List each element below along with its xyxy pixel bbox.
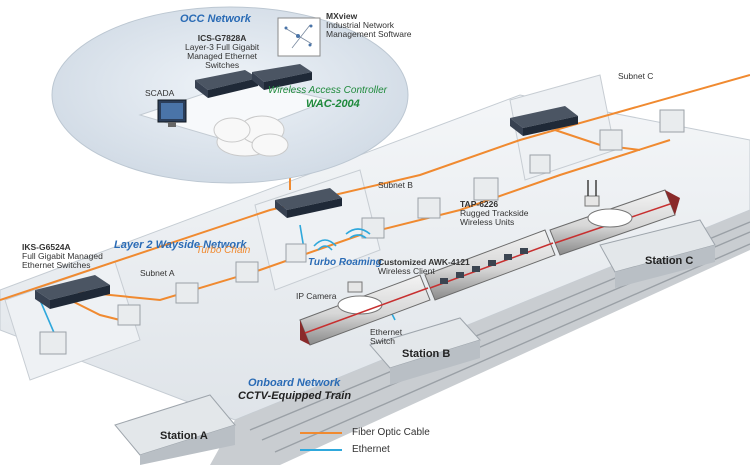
- awk-4121-desc: Wireless Client: [378, 265, 435, 276]
- mxview-desc-2: Management Software: [326, 28, 412, 39]
- ethernet-legend-line: [300, 448, 342, 451]
- ethernet-switch-line-1: Ethernet: [370, 327, 403, 337]
- subnet-c-label: Subnet C: [618, 71, 654, 81]
- wac-title: Wireless Access Controller: [268, 85, 388, 96]
- subnet-a-label: Subnet A: [140, 268, 175, 278]
- turbo-roaming-label: Turbo Roaming: [308, 257, 382, 268]
- cctv-train: [299, 180, 680, 346]
- station-a-label: Station A: [160, 430, 208, 442]
- awk-4121-name: Customized AWK-4121: [378, 257, 470, 267]
- fiber-legend-label: Fiber Optic Cable: [352, 427, 430, 438]
- wayside-network-title: Layer 2 Wayside Network: [114, 239, 247, 251]
- legend-ethernet: Ethernet: [300, 444, 390, 455]
- mxview-label: MXview Industrial Network Management Sof…: [326, 12, 412, 39]
- ics-g7828a-desc-3: Switches: [205, 59, 240, 70]
- subnet-b-label: Subnet B: [378, 180, 413, 190]
- ethernet-legend-label: Ethernet: [352, 444, 390, 455]
- ics-g7828a-label: ICS-G7828A Layer-3 Full Gigabit Managed …: [185, 34, 259, 70]
- ethernet-switch-label: Ethernet Switch: [370, 328, 402, 346]
- wac-2004-icon: [252, 64, 312, 90]
- ics-g7828a-switch-icon: [195, 70, 258, 98]
- mxview-desc-1: Industrial Network: [326, 19, 395, 30]
- station-b-label: Station B: [402, 348, 451, 360]
- trackside-unit-icons: [39, 109, 685, 355]
- iks-g6524a-name: IKS-G6524A: [22, 242, 71, 252]
- cloud-icon: [213, 115, 289, 157]
- legend-fiber: Fiber Optic Cable: [300, 427, 430, 438]
- subnet-b-switch-icon: [275, 188, 342, 218]
- iks-g6524a-desc-1: Full Gigabit Managed: [22, 250, 103, 261]
- iks-g6524a-desc-2: Ethernet Switches: [22, 259, 91, 270]
- ics-g7828a-desc-2: Managed Ethernet: [187, 50, 258, 61]
- turbo-chain-label: Turbo Chain: [196, 245, 251, 256]
- tap-6226-desc-1: Rugged Trackside: [460, 207, 529, 218]
- mxview-name: MXview: [326, 11, 358, 21]
- tap-6226-name: TAP-6226: [460, 199, 499, 209]
- train-label: CCTV-Equipped Train: [238, 390, 352, 402]
- station-c-label: Station C: [645, 255, 694, 267]
- tap-6226-label: TAP-6226 Rugged Trackside Wireless Units: [460, 200, 529, 227]
- iks-g6524a-label: IKS-G6524A Full Gigabit Managed Ethernet…: [22, 243, 103, 270]
- occ-network-title: OCC Network: [180, 13, 251, 25]
- station-a-platform: [114, 394, 236, 465]
- mxview-screen-icon: [277, 17, 321, 57]
- ip-camera-label: IP Camera: [296, 291, 337, 301]
- iks-g6524a-switch-icon: [35, 275, 110, 309]
- onboard-network-title: Onboard Network: [248, 377, 341, 389]
- subnet-c-switch-icon: [510, 106, 578, 136]
- fiber-legend-line: [300, 431, 342, 434]
- ethernet-switch-line-2: Switch: [370, 335, 396, 346]
- wireless-signal-icon: [313, 228, 371, 251]
- wac-model: WAC-2004: [306, 98, 360, 110]
- scada-label: SCADA: [145, 88, 175, 98]
- ics-g7828a-name: ICS-G7828A: [197, 33, 247, 43]
- awk-4121-label: Customized AWK-4121 Wireless Client: [378, 258, 470, 276]
- scada-monitor-icon: [157, 99, 187, 127]
- ics-g7828a-desc-1: Layer-3 Full Gigabit: [185, 41, 260, 52]
- wayside-platform: [0, 94, 750, 421]
- station-c-platform: [599, 219, 716, 288]
- tap-6226-desc-2: Wireless Units: [460, 216, 515, 227]
- station-b-platform: [369, 317, 481, 385]
